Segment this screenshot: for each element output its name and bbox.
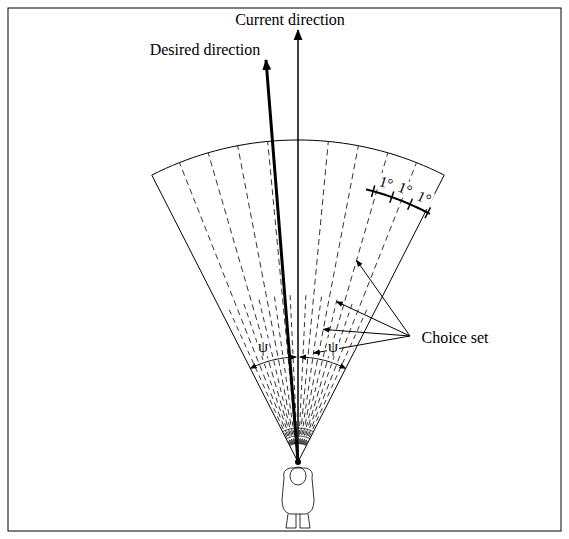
apex-dot bbox=[295, 459, 301, 465]
desired-direction-arrow bbox=[266, 60, 298, 462]
choice-ray bbox=[305, 163, 417, 446]
angle-symbol: ψ bbox=[257, 338, 269, 356]
leader-arrow bbox=[323, 329, 410, 336]
choice-ray bbox=[304, 301, 353, 445]
pedestrian-figure bbox=[282, 467, 314, 528]
direction-label: Current direction bbox=[234, 11, 346, 29]
choice-ray bbox=[299, 292, 306, 444]
degree-label: 1° bbox=[395, 179, 415, 200]
current-direction-arrow bbox=[297, 30, 299, 462]
degree-tick bbox=[408, 199, 413, 210]
choice-ray bbox=[305, 307, 368, 446]
choice-ray bbox=[228, 307, 291, 446]
angle-arc bbox=[300, 357, 346, 368]
choice-ray bbox=[208, 153, 293, 445]
direction-label: Desired direction bbox=[149, 41, 262, 59]
choice-ray bbox=[301, 146, 358, 445]
frame bbox=[8, 8, 561, 531]
choice-ray bbox=[303, 153, 388, 445]
angle-symbol: ψ bbox=[327, 338, 339, 356]
choice-ray bbox=[301, 294, 322, 444]
degree-label: 1° bbox=[376, 172, 396, 192]
degree-label: 1° bbox=[414, 187, 435, 209]
degree-tick bbox=[425, 207, 431, 218]
leader-arrow bbox=[357, 260, 410, 336]
choice-ray bbox=[302, 297, 337, 445]
choice-set-label: Choice set bbox=[420, 329, 489, 347]
choice-ray bbox=[258, 297, 293, 445]
choice-ray bbox=[179, 163, 291, 446]
choice-ray bbox=[274, 294, 295, 444]
degree-tick bbox=[371, 185, 374, 197]
choice-ray bbox=[243, 301, 292, 445]
choice-ray bbox=[300, 141, 329, 444]
